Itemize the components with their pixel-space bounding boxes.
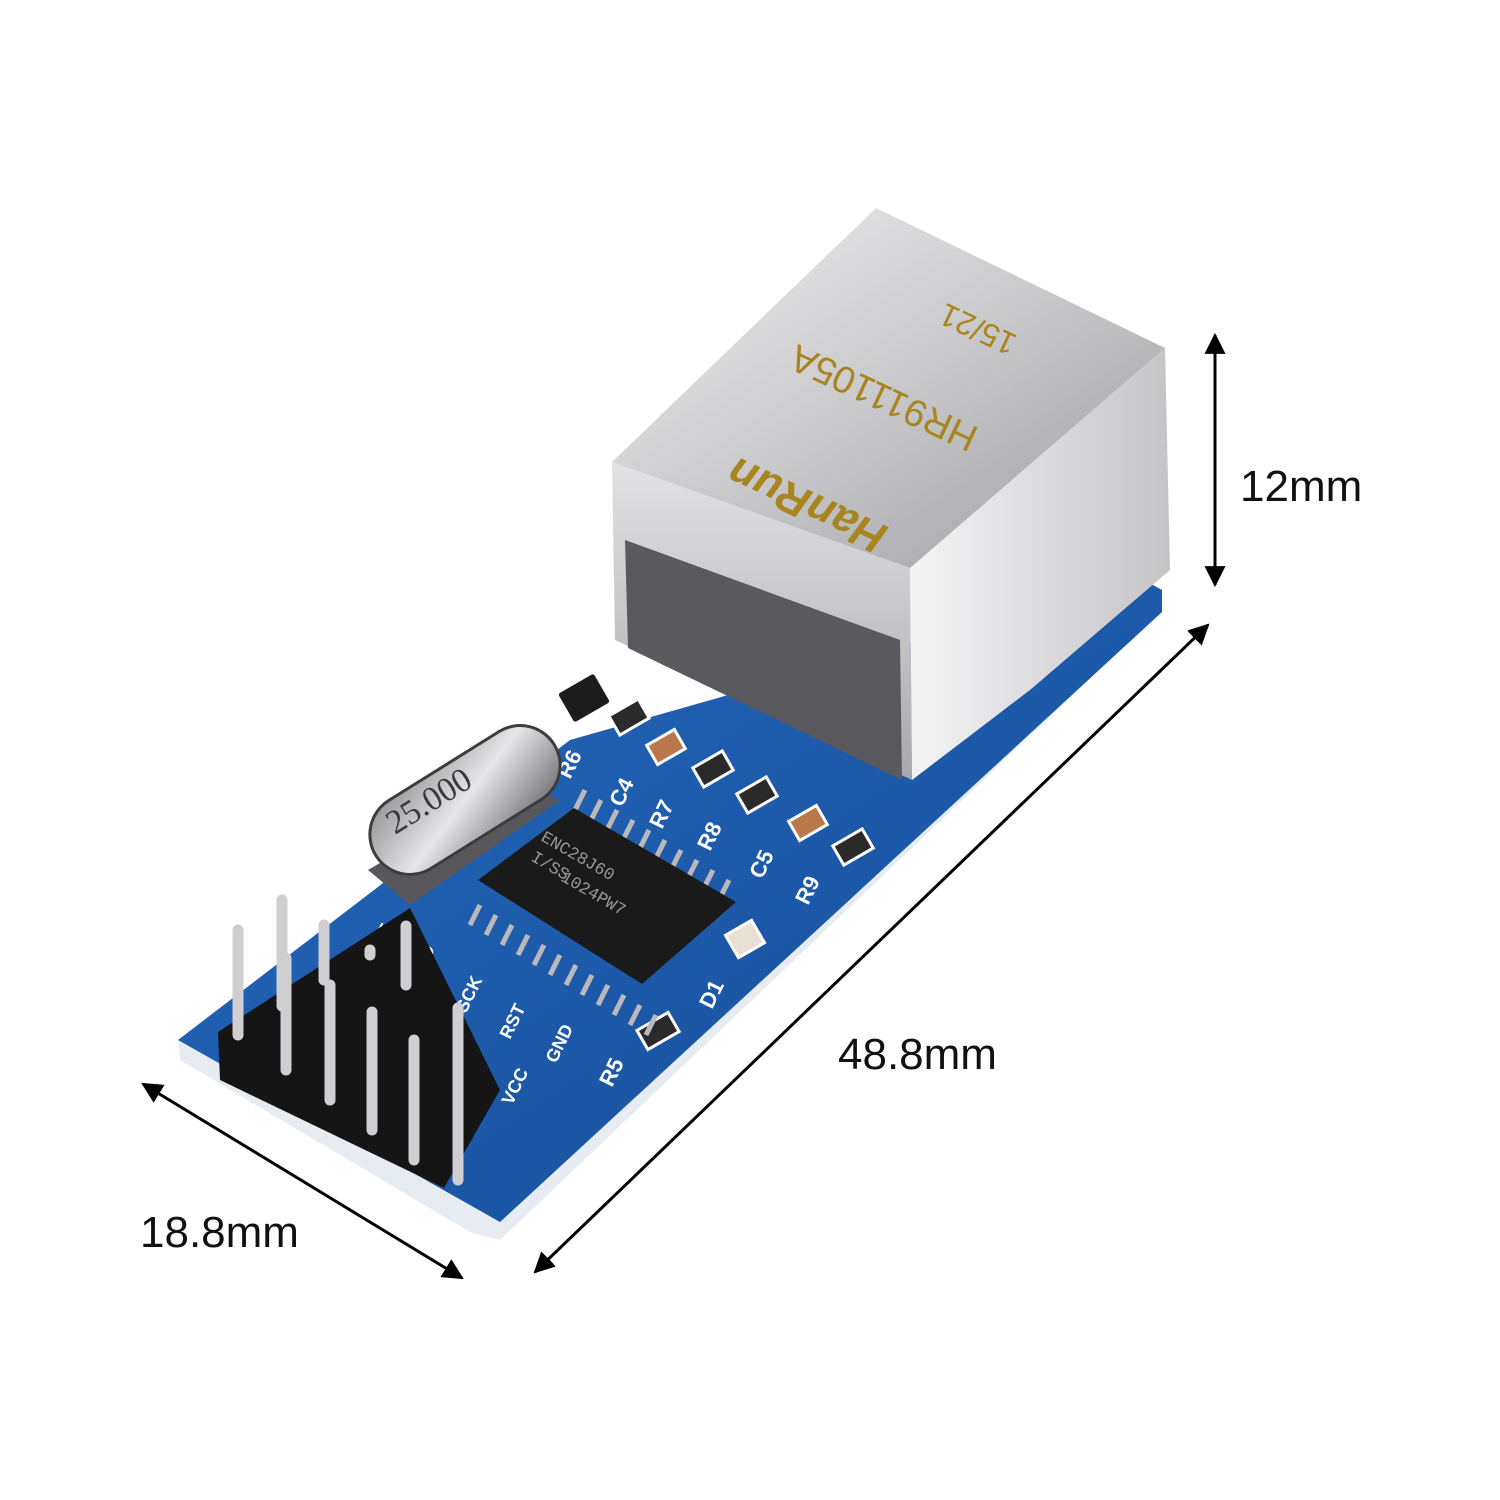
crystal-oscillator: 25.000 (368, 724, 562, 905)
length-dimension-label: 48.8mm (838, 1030, 997, 1079)
width-dimension-label: 18.8mm (140, 1208, 299, 1257)
dimension-arrows (141, 332, 1226, 1280)
length-arrow (533, 623, 1210, 1274)
width-arrow (141, 1082, 464, 1280)
height-dimension-label: 12mm (1240, 462, 1363, 511)
jack-top (612, 208, 1165, 568)
smd-transistor (555, 671, 613, 725)
rj45-jack: HanRun HR911105A 15/21 (612, 208, 1170, 780)
